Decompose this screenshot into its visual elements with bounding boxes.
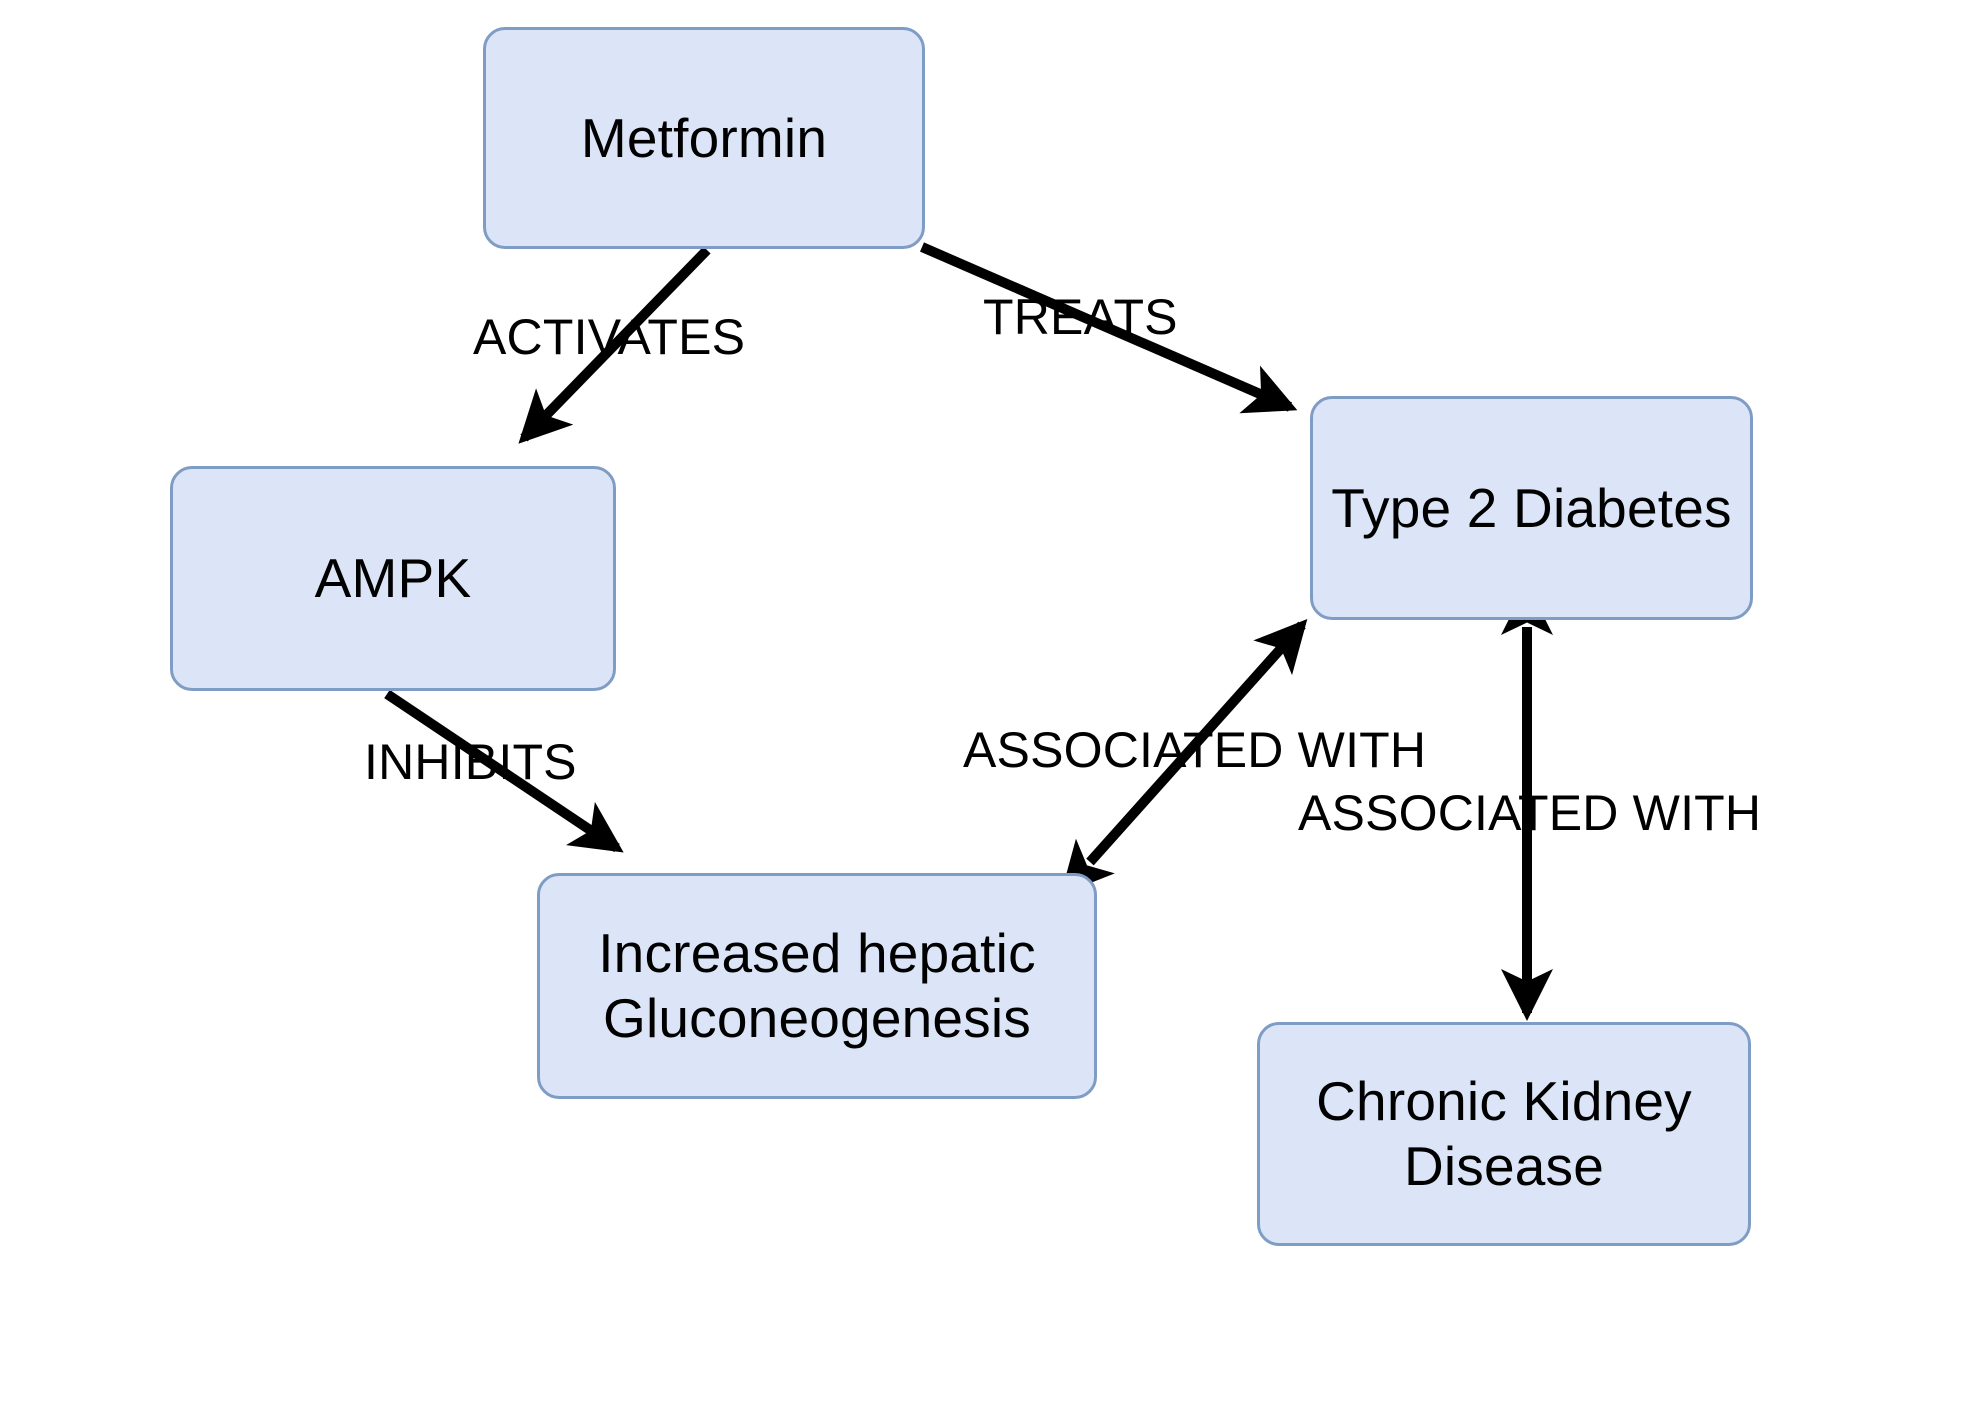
edge-metformin-ampk — [518, 246, 711, 444]
node-increased-hepatic-gluconeogenesis[interactable]: Increased hepatic Gluconeogenesis — [537, 873, 1097, 1099]
edge-label-treats: TREATS — [983, 289, 1178, 345]
node-metformin[interactable]: Metformin — [483, 27, 925, 249]
edge-label-activates: ACTIVATES — [473, 309, 746, 365]
node-type-2-diabetes-label: Type 2 Diabetes — [1331, 476, 1732, 539]
node-increased-hepatic-gluconeogenesis-label: Increased hepatic Gluconeogenesis — [598, 922, 1036, 1049]
node-ampk[interactable]: AMPK — [170, 466, 616, 691]
edge-metformin-t2d — [920, 242, 1298, 414]
node-chronic-kidney-disease[interactable]: Chronic Kidney Disease — [1257, 1022, 1751, 1246]
node-chronic-kidney-disease-label: Chronic Kidney Disease — [1316, 1070, 1692, 1197]
node-ampk-label: AMPK — [314, 547, 472, 610]
edge-label-associated-with-gluconeogenesis-t2d: ASSOCIATED WITH — [963, 722, 1427, 778]
node-type-2-diabetes[interactable]: Type 2 Diabetes — [1310, 396, 1753, 620]
edge-gluconeogenesis-t2d — [1060, 619, 1308, 895]
edge-label-inhibits: INHIBITS — [364, 734, 577, 790]
edge-label-associated-with-t2d-ckd: ASSOCIATED WITH — [1298, 785, 1762, 841]
edge-ampk-gluconeogenesis — [384, 689, 624, 853]
node-metformin-label: Metformin — [580, 106, 828, 169]
